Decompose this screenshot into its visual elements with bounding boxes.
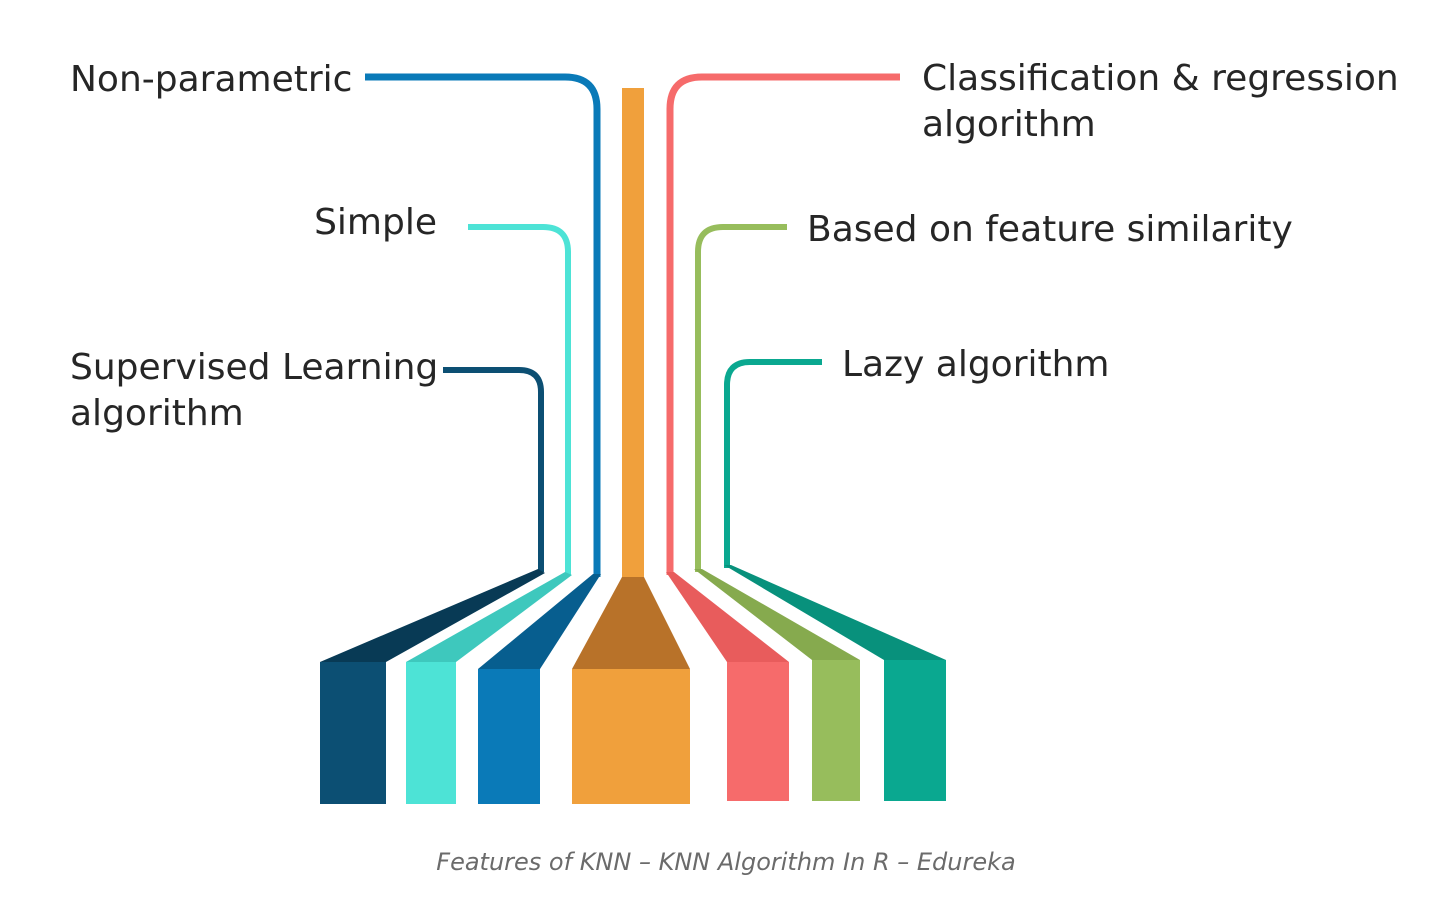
branch-bar	[478, 669, 540, 804]
label-line: Based on feature similarity	[807, 209, 1293, 250]
connector-line	[724, 359, 822, 568]
branch-lazy-algorithm	[724, 359, 946, 801]
branch-bar	[320, 662, 386, 804]
label-line: Simple	[314, 202, 437, 243]
center-stem	[622, 88, 644, 578]
label-line: Supervised Learning	[70, 347, 438, 388]
branch-funnel	[478, 574, 601, 669]
label-classification-regression: Classification & regression algorithm	[922, 58, 1410, 145]
label-line: Non-parametric	[70, 59, 352, 100]
branch-funnel	[694, 569, 860, 660]
branch-non-parametric	[365, 73, 601, 804]
center-funnel	[572, 577, 690, 669]
label-non-parametric: Non-parametric	[70, 59, 352, 100]
label-simple: Simple	[314, 202, 437, 243]
label-line: algorithm	[922, 104, 1096, 145]
connector-line	[365, 73, 601, 577]
figure-caption: Features of KNN – KNN Algorithm In R – E…	[436, 848, 1015, 876]
label-feature-similarity: Based on feature similarity	[807, 209, 1293, 250]
branch-funnel	[320, 569, 545, 662]
center-bar	[572, 669, 690, 804]
connector-line	[468, 224, 571, 575]
branch-bar	[812, 660, 860, 801]
branch-classification-regression	[666, 73, 900, 801]
branch-funnel	[406, 572, 572, 662]
label-lazy-algorithm: Lazy algorithm	[842, 344, 1110, 385]
center-trunk	[572, 88, 690, 804]
connector-line	[666, 73, 900, 575]
branch-simple	[406, 224, 572, 804]
branch-feature-similarity	[694, 224, 860, 801]
branch-bar	[406, 662, 456, 804]
branch-supervised-learning	[320, 367, 545, 804]
label-line: Classification & regression	[922, 58, 1399, 99]
label-supervised-learning: Supervised Learning algorithm	[70, 347, 450, 434]
label-line: Lazy algorithm	[842, 344, 1110, 385]
branch-funnel	[666, 572, 789, 662]
connector-line	[695, 224, 787, 572]
connector-line	[443, 367, 544, 572]
branch-bar	[884, 660, 946, 801]
branch-bar	[727, 662, 789, 801]
branch-funnel	[724, 565, 946, 660]
label-line: algorithm	[70, 393, 244, 434]
